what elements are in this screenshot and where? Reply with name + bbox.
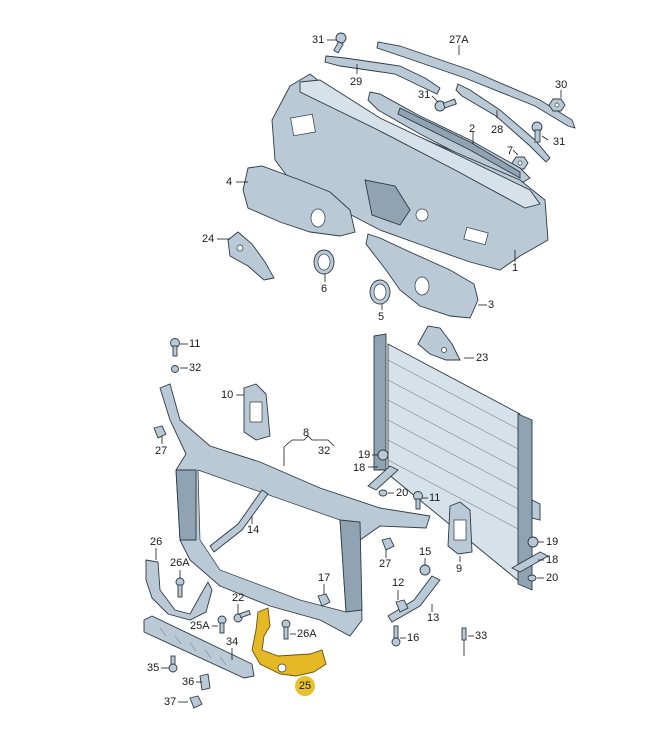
bolt-35: [168, 655, 178, 673]
label-25-highlighted: 25: [295, 676, 315, 696]
label-37: 37: [164, 696, 177, 708]
label-1: 1: [512, 262, 519, 274]
bracket-9: [447, 501, 473, 555]
label-27: 27: [155, 445, 168, 457]
label-36: 36: [182, 676, 195, 688]
label-16: 16: [407, 632, 420, 644]
bolt-26a-right: [281, 619, 291, 640]
mount-18-lower: [511, 536, 549, 582]
lock-carrier-8: [159, 383, 431, 637]
mount-18-upper: [367, 449, 399, 497]
label-17: 17: [318, 572, 331, 584]
bracket-26: [145, 559, 213, 621]
grommet-6: [313, 249, 335, 275]
bracket-24: [227, 231, 275, 281]
label-15: 15: [419, 546, 432, 558]
label-13: 13: [427, 612, 440, 624]
insulation-4: [242, 165, 356, 237]
label-20: 20: [396, 487, 409, 499]
label-11-right: 11: [429, 492, 441, 504]
label-10: 10: [221, 389, 234, 401]
label-3: 3: [488, 299, 495, 311]
label-24: 24: [202, 233, 215, 245]
label-19-lower: 19: [546, 536, 559, 548]
label-26: 26: [150, 536, 163, 548]
leader-lines: [155, 39, 562, 703]
clip-37: [189, 695, 203, 709]
label-33: 33: [475, 630, 488, 642]
bolt-11-upper: [170, 338, 180, 373]
bolt-31-right: [531, 121, 543, 143]
bolt-31-top: [333, 32, 347, 54]
clip-27-lower: [381, 537, 395, 551]
label-6: 6: [321, 283, 328, 295]
label-23: 23: [476, 352, 489, 364]
label-22: 22: [232, 592, 245, 604]
insulation-3: [365, 233, 479, 319]
label-7: 7: [507, 145, 514, 157]
label-14: 14: [247, 524, 260, 536]
nut-30: [548, 98, 566, 112]
label-4: 4: [226, 176, 233, 188]
plenum-panel-1: [271, 73, 549, 271]
bracket-23: [417, 325, 461, 361]
label-12: 12: [392, 577, 405, 589]
label-31: 31: [312, 34, 325, 46]
label-31-right: 31: [553, 136, 566, 148]
label-5: 5: [378, 311, 385, 323]
label-35: 35: [147, 662, 160, 674]
label-27-lower: 27: [379, 558, 392, 570]
bolt-11-right: [413, 491, 423, 510]
label-9: 9: [456, 563, 463, 575]
label-19: 19: [358, 449, 371, 461]
grommet-5: [369, 279, 391, 305]
label-11: 11: [189, 338, 201, 350]
bolt-25a: [217, 615, 227, 634]
strip-34: [143, 615, 255, 679]
strip-14: [209, 489, 269, 553]
brace-29: [324, 55, 441, 95]
label-32: 32: [189, 362, 202, 374]
brace-28: [455, 83, 551, 163]
label-26a-right: 26A: [297, 628, 317, 640]
bolt-26a-left: [175, 577, 185, 598]
label-8: 8: [303, 427, 310, 439]
label-28: 28: [491, 124, 504, 136]
label-31-mid: 31: [418, 89, 431, 101]
label-27a: 27A: [449, 34, 469, 46]
clip-12: [395, 599, 409, 613]
brace-27a: [376, 41, 576, 129]
label-30: 30: [555, 79, 568, 91]
label-25a: 25A: [190, 620, 210, 632]
label-18-lower: 18: [546, 554, 559, 566]
clip-36: [199, 673, 211, 691]
label-2: 2: [469, 123, 476, 135]
label-29: 29: [350, 76, 363, 88]
pin-33: [461, 627, 467, 656]
bracket-10: [243, 383, 271, 441]
label-26a-left: 26A: [170, 557, 190, 569]
radiator: [373, 333, 541, 591]
label-32-group: 32: [318, 445, 331, 457]
label-34: 34: [226, 636, 239, 648]
clip-27-upper: [153, 425, 167, 439]
label-18: 18: [353, 462, 366, 474]
highlighted-bracket-25: [251, 607, 327, 677]
label-20-lower: 20: [546, 572, 559, 584]
bolt-31-mid: [434, 98, 457, 112]
bolt-22: [233, 609, 251, 623]
clip-17: [317, 593, 331, 607]
cross-member-2: [367, 91, 531, 185]
